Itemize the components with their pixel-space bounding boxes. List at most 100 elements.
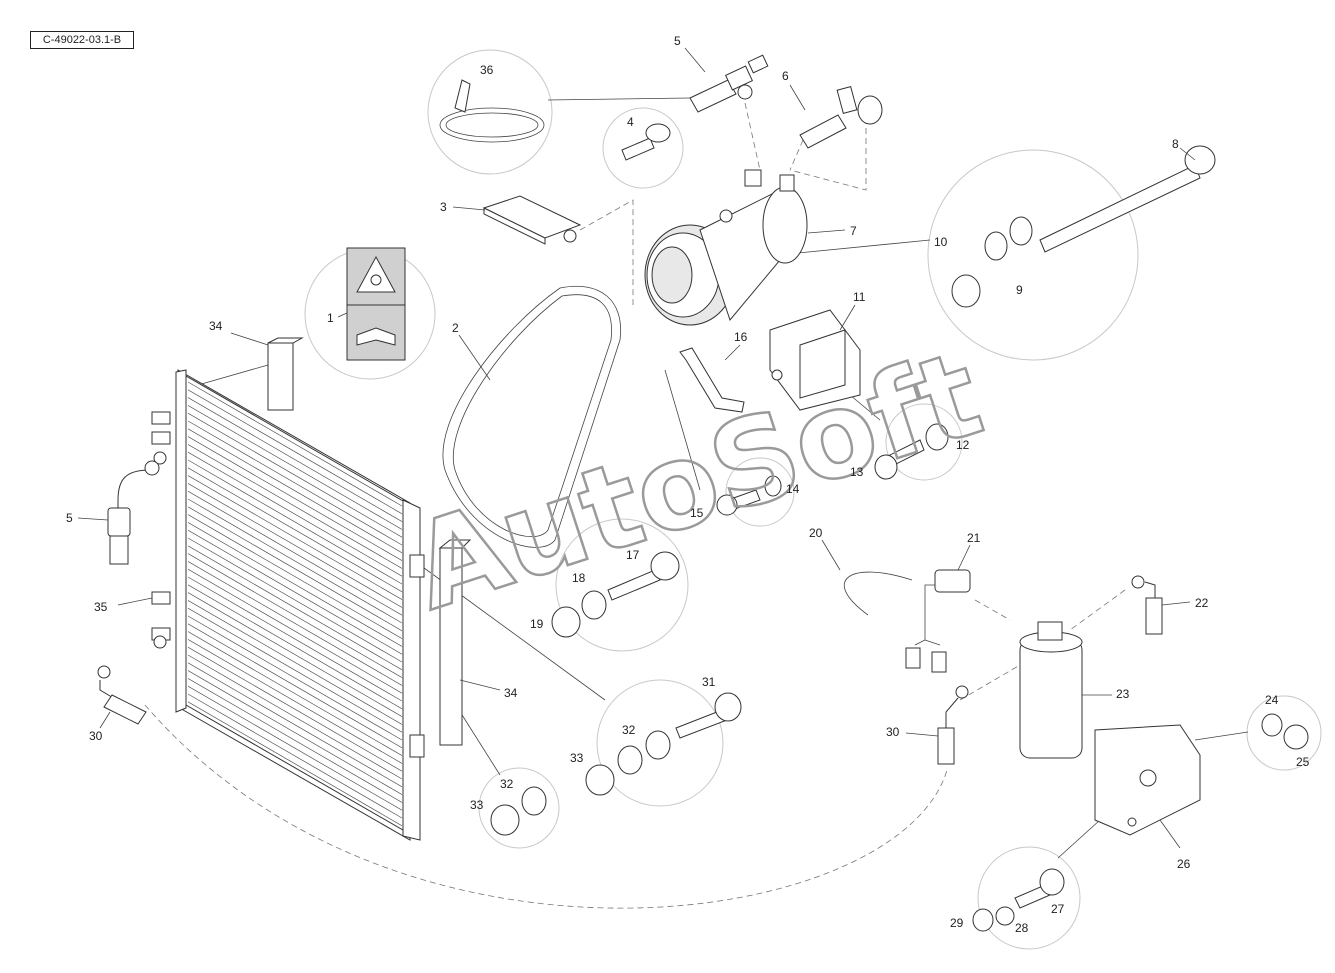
leader-line — [664, 369, 701, 491]
callout-6: 6 — [782, 69, 789, 83]
connector-line — [144, 704, 948, 909]
detail-circle-27 — [977, 846, 1081, 950]
callout-28: 28 — [1015, 921, 1029, 935]
condenser-fin — [187, 678, 403, 803]
condenser-fin — [187, 522, 403, 647]
connector-line — [789, 139, 804, 171]
bracket-11 — [769, 309, 861, 411]
condenser-fin — [187, 600, 403, 725]
washer-24 — [1261, 713, 1283, 737]
callout-24: 24 — [1265, 693, 1279, 707]
callout-4: 4 — [627, 115, 634, 129]
callout-9: 9 — [1016, 283, 1023, 297]
callout-18: 18 — [572, 571, 586, 585]
condenser-fin — [187, 670, 403, 795]
leader-line — [1057, 819, 1101, 859]
washer-9 — [1009, 216, 1033, 246]
condenser-fin — [187, 444, 403, 569]
condenser-fin — [187, 451, 403, 577]
hose-5-left — [107, 460, 160, 565]
condenser-fin — [187, 436, 403, 561]
pressure-switch — [905, 569, 971, 673]
condenser-fin — [187, 646, 403, 772]
callout-23: 23 — [1116, 687, 1130, 701]
plate-3 — [482, 195, 582, 245]
callout-34-lower: 34 — [504, 686, 518, 700]
callout-34-upper: 34 — [209, 319, 223, 333]
bolt-15 — [716, 489, 761, 516]
callout-2: 2 — [452, 321, 459, 335]
condenser-fin — [187, 506, 403, 632]
callout-35: 35 — [94, 600, 108, 614]
connector-line — [974, 599, 1011, 621]
condenser-fin — [187, 397, 403, 522]
detail-circle-4 — [602, 107, 684, 189]
bracket-34-upper — [267, 337, 304, 411]
condenser-fin — [187, 490, 403, 616]
link-16 — [679, 347, 745, 413]
callout-1: 1 — [327, 311, 334, 325]
condenser-fin — [187, 592, 403, 717]
callout-29: 29 — [950, 916, 964, 930]
callout-17: 17 — [626, 548, 640, 562]
hose-30-left — [97, 665, 147, 725]
condenser-fin — [187, 545, 403, 671]
detail-circle-36 — [427, 49, 553, 175]
callout-5-top: 5 — [674, 34, 681, 48]
callout-16: 16 — [734, 330, 748, 344]
detail-circle-12 — [885, 403, 963, 481]
leader-line — [547, 97, 691, 101]
condenser-fin — [187, 498, 403, 624]
callout-11: 11 — [853, 290, 866, 304]
callout-22: 22 — [1195, 596, 1209, 610]
condenser-fin — [187, 537, 403, 663]
callout-labels: 1 2 3 4 5 5 6 7 8 9 10 11 12 13 14 15 16… — [66, 34, 1310, 935]
tie-strap — [439, 79, 545, 143]
manual-book-icon — [356, 327, 396, 346]
condenser-fin — [187, 615, 403, 741]
condenser-fin — [187, 693, 403, 819]
callout-21: 21 — [967, 531, 981, 545]
hose-5-top — [689, 54, 769, 113]
callout-32-lower: 32 — [500, 777, 514, 791]
compressor — [644, 169, 808, 326]
condenser-fin — [187, 483, 403, 608]
bolt-17 — [607, 551, 680, 601]
washer-14 — [764, 475, 782, 497]
condenser-fin — [187, 584, 403, 710]
hose-22 — [1131, 575, 1163, 635]
bracket-26 — [1094, 724, 1201, 836]
callout-7: 7 — [850, 224, 857, 238]
detail-circle-32 — [478, 767, 560, 849]
callout-12: 12 — [956, 438, 970, 452]
detail-circle-17 — [555, 518, 689, 652]
callout-25: 25 — [1296, 755, 1310, 769]
washer-29 — [972, 908, 994, 932]
condenser — [151, 369, 425, 841]
callout-26: 26 — [1177, 857, 1191, 871]
callout-36: 36 — [480, 63, 494, 77]
condenser-fins — [187, 381, 403, 827]
callout-30-left: 30 — [89, 729, 103, 743]
callout-10: 10 — [934, 235, 948, 249]
leader-line — [849, 394, 881, 421]
condenser-fin — [187, 631, 403, 756]
detail-circle-14 — [725, 457, 795, 527]
callout-31: 31 — [702, 675, 716, 689]
callout-27: 27 — [1051, 902, 1065, 916]
bolt-27 — [1014, 868, 1065, 909]
hose-30-right — [937, 685, 969, 765]
bolt-31 — [675, 692, 742, 739]
callout-5-left: 5 — [66, 511, 73, 525]
condenser-fin — [187, 389, 403, 515]
detail-circle-24 — [1246, 695, 1322, 771]
callout-32-upper: 32 — [622, 723, 636, 737]
condenser-fin — [187, 412, 403, 538]
condenser-fin — [187, 459, 403, 585]
leader-line — [797, 239, 931, 254]
callout-14: 14 — [786, 482, 800, 496]
callout-33-lower: 33 — [470, 798, 484, 812]
washer-28 — [995, 906, 1015, 926]
connector-line — [744, 102, 761, 171]
callout-leaders — [77, 47, 1196, 849]
